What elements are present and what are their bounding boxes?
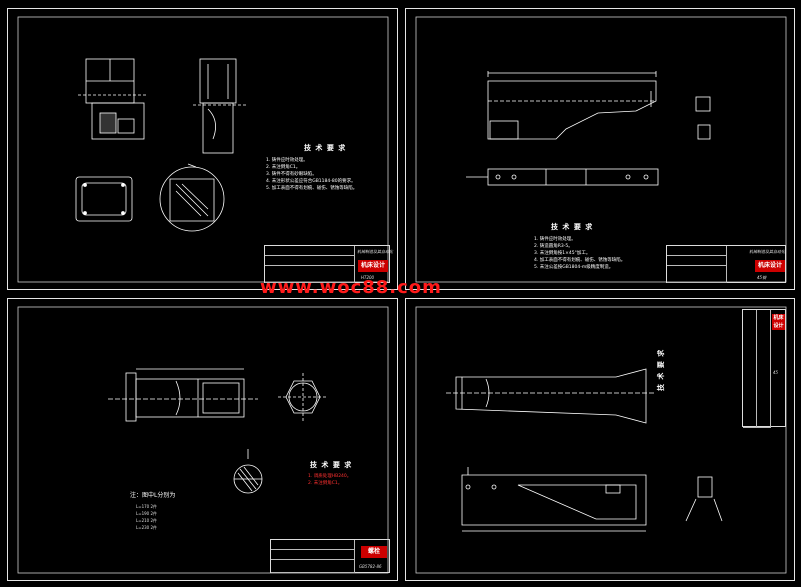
title-block-2[interactable]: 机械制造及其自动化 机床设计 45钢 [666,245,786,283]
tech-requirements-title-3: 技 术 要 求 [310,461,353,469]
sheet-1-drawing [17,16,389,283]
sheet-4-drawing [415,306,787,574]
sheet-2-drawing [415,16,787,283]
title-block-4[interactable]: 机床设计 45 [742,309,786,428]
drawing-sheet-2[interactable]: 技 术 要 求 1. 铸件应时效处理。 2. 铸造圆角R3-5。 3. 未注倒角… [405,8,795,290]
tech-requirements-list-3: 1. 调质处理HB240。 2. 未注倒角C1。 [308,474,352,486]
title-block-3[interactable]: 螺栓 GB5782-86 [270,539,390,573]
site-watermark: www.woc88.com [260,277,442,298]
note-list: L=170 2件 L=190 2件 L=210 2件 L=230 2件 [136,504,158,530]
tech-requirements-title-4: 技 术 要 求 [657,348,665,391]
material-code-4: 45 [773,370,779,375]
title-stamp-1: 机床设计 [358,260,388,272]
drawing-sheet-1[interactable]: 技 术 要 求 1. 铸件应时效处理。 2. 未注倒角C1。 3. 铸件不得有砂… [7,8,398,290]
material-code-1: HT200 [361,275,375,280]
school-name-2: 机械制造及其自动化 [749,249,785,254]
tech-requirements-title-2: 技 术 要 求 [551,223,594,231]
title-block-1[interactable]: 机械制造及其自动化 机床设计 HT200 [264,245,393,283]
tech-requirements-title-1: 技 术 要 求 [304,144,347,152]
title-stamp-3: 螺栓 [361,546,387,558]
sheet-3-drawing [17,306,389,574]
title-stamp-2: 机床设计 [755,260,785,272]
tech-requirements-list-2: 1. 铸件应时效处理。 2. 铸造圆角R3-5。 3. 未注倒角按1×45°加工… [534,237,626,270]
drawing-sheet-4[interactable]: 技 术 要 求 机床设计 45 [405,298,795,581]
note-title: 注：图中L分别为 [130,492,176,499]
title-stamp-4: 机床设计 [772,314,785,330]
drawing-sheet-3[interactable]: 注：图中L分别为 L=170 2件 L=190 2件 L=210 2件 L=23… [7,298,398,581]
material-code-2: 45钢 [757,275,767,280]
standard-code-3: GB5782-86 [359,564,382,569]
tech-requirements-list-1: 1. 铸件应时效处理。 2. 未注倒角C1。 3. 铸件不得有砂眼缺陷。 4. … [266,158,358,191]
school-name-1: 机械制造及其自动化 [357,249,393,254]
